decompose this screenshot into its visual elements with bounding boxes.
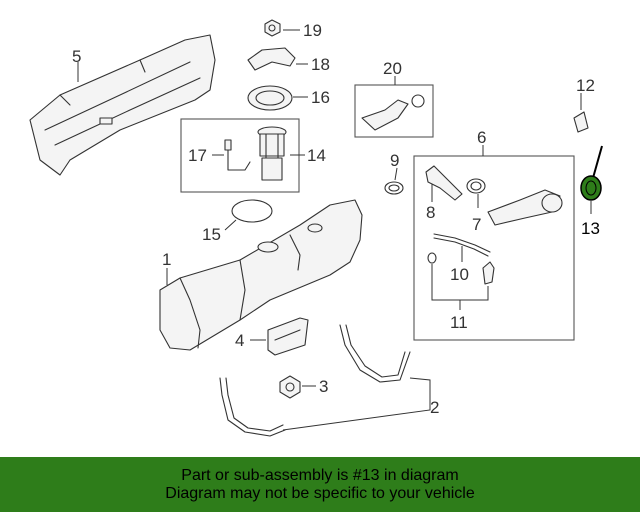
- part-14-fuel-pump: [257, 126, 287, 181]
- callout-14: 14: [307, 146, 326, 165]
- callout-2: 2: [430, 398, 439, 417]
- parts-diagram: 5 19 18 16 17 14 15: [29, 19, 603, 437]
- banner-line-2: Diagram may not be specific to your vehi…: [165, 484, 475, 502]
- callout-11: 11: [450, 313, 468, 332]
- callout-13: 13: [581, 219, 600, 238]
- part-20-hose: [361, 94, 425, 131]
- part-2-straps: [219, 324, 411, 437]
- part-8-hose: [425, 165, 463, 201]
- info-banner: Part or sub-assembly is #13 in diagram D…: [0, 457, 640, 512]
- banner-line-1: Part or sub-assembly is #13 in diagram: [181, 466, 459, 484]
- part-10-hose: [433, 233, 491, 257]
- part-19-nut: [264, 19, 281, 37]
- callout-12: 12: [576, 76, 595, 95]
- part-17-sender: [224, 139, 251, 171]
- part-1-fuel-tank: [159, 199, 363, 351]
- callout-3: 3: [319, 377, 328, 396]
- callout-15: 15: [202, 225, 221, 244]
- callout-20: 20: [383, 59, 402, 78]
- callout-5: 5: [72, 47, 81, 66]
- callout-8: 8: [426, 203, 435, 222]
- callout-17: 17: [188, 146, 207, 165]
- callout-18: 18: [311, 55, 330, 74]
- part-15-seal: [231, 199, 273, 223]
- part-12-bracket: [573, 111, 589, 133]
- part-3-nut: [279, 375, 301, 399]
- callout-16: 16: [311, 88, 330, 107]
- callout-1: 1: [162, 250, 171, 269]
- part-18-bracket: [247, 47, 296, 71]
- part-filler-pipe: [487, 189, 563, 226]
- part-4-skid-plate: [267, 317, 309, 356]
- part-11-fittings: [427, 252, 495, 285]
- part-7-clamp: [466, 178, 486, 194]
- callout-4: 4: [235, 331, 244, 350]
- part-5-heat-shield: [29, 34, 216, 176]
- callout-10: 10: [450, 265, 469, 284]
- hose-20-box: [354, 84, 434, 138]
- callout-6: 6: [477, 128, 486, 147]
- filler-assembly-box: [413, 155, 575, 341]
- callout-19: 19: [303, 21, 322, 40]
- part-16-lock-ring: [247, 85, 293, 111]
- part-9-clamp: [384, 181, 404, 195]
- callout-7: 7: [472, 215, 481, 234]
- callout-9: 9: [390, 151, 399, 170]
- part-13-fuel-cap: [580, 145, 603, 201]
